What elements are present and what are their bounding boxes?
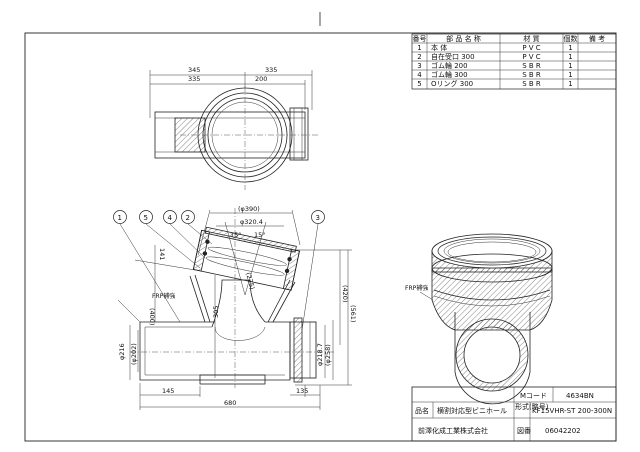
dim-phi258: (φ258) <box>324 344 332 366</box>
dim-135: 135 <box>296 387 308 395</box>
dim-phi320-4: φ320.4 <box>240 218 263 226</box>
dim-305: 305 <box>212 306 220 318</box>
parts-table-cell: P V C <box>522 44 540 52</box>
parts-table-header: 個数 <box>564 34 578 43</box>
dim-angle-right: 15° <box>254 231 266 239</box>
parts-table-cell: 4 <box>417 71 422 79</box>
dim-phi218-7: φ218.7 <box>316 343 324 366</box>
dim-angle-left: 15° <box>230 231 242 239</box>
dim-145: 145 <box>162 387 174 395</box>
dim-345: 345 <box>188 66 200 74</box>
parts-table-header: 備 考 <box>589 34 605 43</box>
parts-table-cell: 1 <box>568 53 572 61</box>
name-value: 横割対応型ビニホール <box>437 406 507 415</box>
callout-4: 4 <box>168 214 173 222</box>
parts-table-cell: 1 <box>568 80 572 88</box>
callout-5: 5 <box>144 214 148 222</box>
model-label: 形式(略号) <box>515 402 549 411</box>
title-block: Mコード 4634BN 品名 横割対応型ビニホール 形式(略号) KF15VHR… <box>411 386 617 442</box>
dim-400: (400) <box>148 308 156 325</box>
mcode-value: 4634BN <box>566 392 594 400</box>
dim-phi216: φ216 <box>118 343 126 360</box>
drawing-number: 06042202 <box>545 427 581 435</box>
parts-table-cell: P V C <box>522 53 540 61</box>
parts-table-cell: ゴム輪 200 <box>431 61 468 70</box>
sheet-border <box>24 32 617 442</box>
parts-table-cell: ゴム輪 300 <box>431 70 468 79</box>
dim-420: (420) <box>341 285 349 302</box>
parts-table-cell: 1 <box>568 62 572 70</box>
parts-table-header: 材 質 <box>523 34 539 43</box>
drawing-label: 図番 <box>517 427 531 435</box>
parts-table-cell: 1 <box>568 71 572 79</box>
model-value: KF15VHR-ST 200-300N <box>532 407 612 415</box>
iso-frp-label: FRP補強 <box>405 284 428 292</box>
parts-table-cell: S B R <box>522 71 541 79</box>
top-view: 345 335 335 200 <box>149 66 320 190</box>
parts-table-header: 番号 <box>413 35 427 43</box>
name-label: 品名 <box>415 406 429 415</box>
parts-table-cell: 自在受口 300 <box>431 52 475 61</box>
parts-table-cell: 2 <box>417 53 421 61</box>
dim-phi390: (φ390) <box>238 205 260 213</box>
dim-561: (561) <box>349 305 357 322</box>
parts-table-cell: 5 <box>417 80 421 88</box>
dim-phi202: (φ202) <box>130 343 138 365</box>
parts-table-cell: 本 体 <box>431 43 447 52</box>
parts-table-cell: S B R <box>522 62 541 70</box>
iso-view: FRP補強 <box>405 233 553 405</box>
company-name: 前澤化成工業株式会社 <box>418 426 488 435</box>
parts-table-cell: 1 <box>417 44 421 52</box>
parts-table-cell: Oリング 300 <box>431 79 473 88</box>
parts-table-cell: 1 <box>568 44 572 52</box>
mcode-label: Mコード <box>520 392 547 400</box>
callout-2: 2 <box>186 214 190 222</box>
dim-200: 200 <box>255 75 267 83</box>
dim-680: 680 <box>224 399 236 407</box>
callout-3: 3 <box>316 214 320 222</box>
dim-335-top: 335 <box>265 66 277 74</box>
front-view: 1 5 4 2 3 (φ390) φ320.4 15° 15° 141 (225… <box>113 205 357 410</box>
dim-335-bottom: 335 <box>188 75 200 83</box>
callout-1: 1 <box>118 214 122 222</box>
frp-label: FRP補強 <box>152 292 175 300</box>
parts-table-cell: S B R <box>522 80 541 88</box>
dim-141: 141 <box>158 248 166 260</box>
parts-table-cell: 3 <box>417 62 421 70</box>
parts-table-header: 部 品 名 称 <box>446 34 481 43</box>
